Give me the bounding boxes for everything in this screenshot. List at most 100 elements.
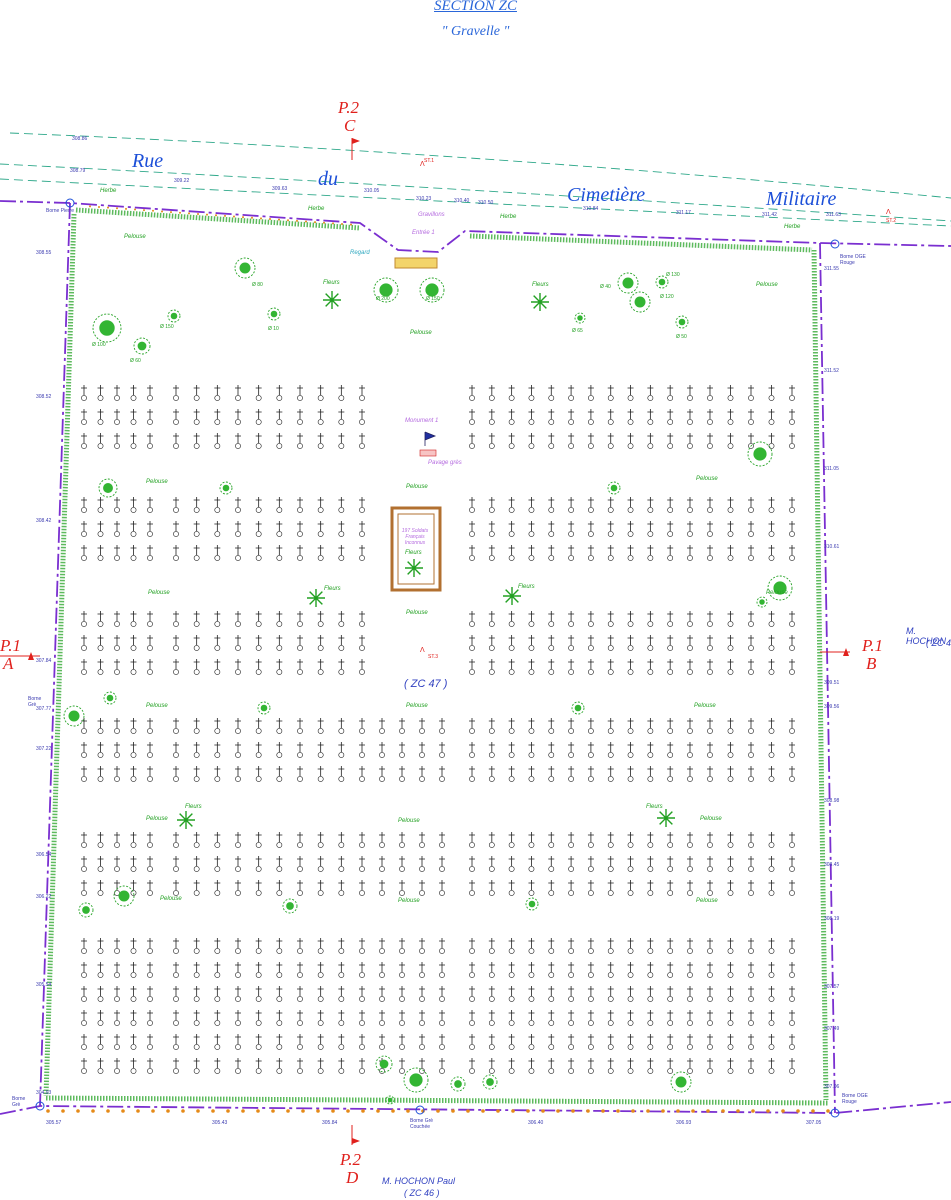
grave-cross-icon <box>439 832 445 848</box>
label-tomb: 197 Soldats Français Inconnus <box>401 528 429 546</box>
grave-cross-icon <box>147 521 153 537</box>
grave-cross-icon <box>488 938 495 954</box>
grave-cross-icon <box>214 938 221 954</box>
grave-cross-icon <box>647 433 654 449</box>
tree-icon <box>282 898 298 914</box>
south-owner: M. HOCHON Paul <box>382 1176 456 1186</box>
grave-cross-icon <box>607 635 614 651</box>
grave-cross-icon <box>727 1010 734 1026</box>
grave-cross-icon <box>114 1034 120 1050</box>
grave-cross-icon <box>276 1034 283 1050</box>
grave-cross-icon <box>114 635 120 651</box>
grave-cross-icon <box>255 832 262 848</box>
tree-crown-icon <box>409 1073 423 1087</box>
grave-cross-icon <box>647 385 654 401</box>
grave-cross-icon <box>439 1010 445 1026</box>
grave-cross-icon <box>173 1010 179 1026</box>
grave-cross-icon <box>789 385 795 401</box>
grave-cross-icon <box>667 766 674 782</box>
grave-cross-icon <box>528 1010 535 1026</box>
grave-cross-icon <box>81 1034 87 1050</box>
grave-cross-icon <box>768 635 775 651</box>
grave-cross-icon <box>439 1058 445 1074</box>
fence-post-icon <box>143 209 145 212</box>
grave-cross-icon <box>173 409 179 425</box>
grave-cross-icon <box>667 1058 674 1074</box>
tomb-inner <box>397 513 435 585</box>
grave-cross-icon <box>548 742 555 758</box>
grave-cross-icon <box>147 880 153 896</box>
grave-cross-icon <box>727 385 734 401</box>
grave-cross-icon <box>81 938 87 954</box>
grave-cross-icon <box>528 611 535 627</box>
grave-cross-icon <box>469 409 475 425</box>
tree-icon <box>219 481 233 495</box>
fence-post-icon <box>136 1109 140 1113</box>
tree-crown-icon <box>658 278 666 286</box>
grave-cross-icon <box>768 659 775 675</box>
grave-cross-icon <box>114 497 120 513</box>
grave-cross-icon <box>528 962 535 978</box>
grave-cross-icon <box>317 766 324 782</box>
label-pelouse-6: Pelouse <box>696 476 718 482</box>
grave-cross-icon <box>255 1058 262 1074</box>
grave-cross-icon <box>235 1058 241 1074</box>
tree-crown-icon <box>634 296 646 308</box>
grave-cross-icon <box>548 497 555 513</box>
tree-crown-icon <box>270 310 278 318</box>
grave-cross-icon <box>469 986 475 1002</box>
grave-cross-icon <box>173 1034 179 1050</box>
label-st1: ST.1 <box>424 158 435 164</box>
grave-cross-icon <box>768 1034 775 1050</box>
grave-cross-icon <box>338 545 345 561</box>
grave-cross-icon <box>276 718 283 734</box>
spot-height: 305.57 <box>46 1120 62 1126</box>
grave-cross-icon <box>359 611 365 627</box>
grave-cross-icon <box>114 1058 120 1074</box>
grave-cross-icon <box>297 1034 303 1050</box>
fence-post-icon <box>616 1109 620 1113</box>
fence-post-icon <box>526 1109 530 1113</box>
grave-cross-icon <box>707 659 713 675</box>
grave-cross-icon <box>276 385 283 401</box>
grave-cross-icon <box>768 521 775 537</box>
grave-cross-icon <box>439 742 445 758</box>
tree-diameter-label: Ø 130 <box>666 272 680 278</box>
grave-cross-icon <box>789 1010 795 1026</box>
grave-cross-icon <box>97 611 104 627</box>
street-word-4: Militaire <box>766 188 837 210</box>
grave-cross-icon <box>607 1058 614 1074</box>
grave-cross-icon <box>147 1058 153 1074</box>
grave-cross-icon <box>469 938 475 954</box>
grave-cross-icon <box>114 742 120 758</box>
grave-cross-icon <box>627 497 634 513</box>
tree-icon <box>375 1055 393 1073</box>
borne-se-label: Borne OGE Rouge <box>842 1093 868 1105</box>
grave-cross-icon <box>667 659 674 675</box>
grave-cross-icon <box>379 1010 385 1026</box>
grave-cross-icon <box>359 742 365 758</box>
grave-cross-icon <box>627 718 634 734</box>
grave-cross-icon <box>114 433 120 449</box>
borne-s-label: Borne Grè Couchée <box>410 1118 434 1130</box>
fence-post-icon <box>226 1109 230 1113</box>
grave-cross-icon <box>338 497 345 513</box>
grave-cross-icon <box>97 497 104 513</box>
grave-cross-icon <box>193 497 200 513</box>
grave-cross-icon <box>789 409 795 425</box>
grave-cross-icon <box>647 986 654 1002</box>
grave-cross-icon <box>81 718 87 734</box>
grave-cross-icon <box>488 832 495 848</box>
grave-cross-icon <box>528 742 535 758</box>
grave-cross-icon <box>214 1058 221 1074</box>
grave-cross-icon <box>193 1058 200 1074</box>
grave-cross-icon <box>81 611 87 627</box>
grave-cross-icon <box>508 635 515 651</box>
grave-cross-icon <box>587 545 594 561</box>
profile-lines <box>0 138 850 1145</box>
grave-cross-icon <box>193 433 200 449</box>
grave-cross-icon <box>508 938 515 954</box>
grave-cross-icon <box>789 718 795 734</box>
fence-post-icon <box>316 1109 320 1113</box>
borne-w-label: Borne Grè <box>28 696 42 708</box>
